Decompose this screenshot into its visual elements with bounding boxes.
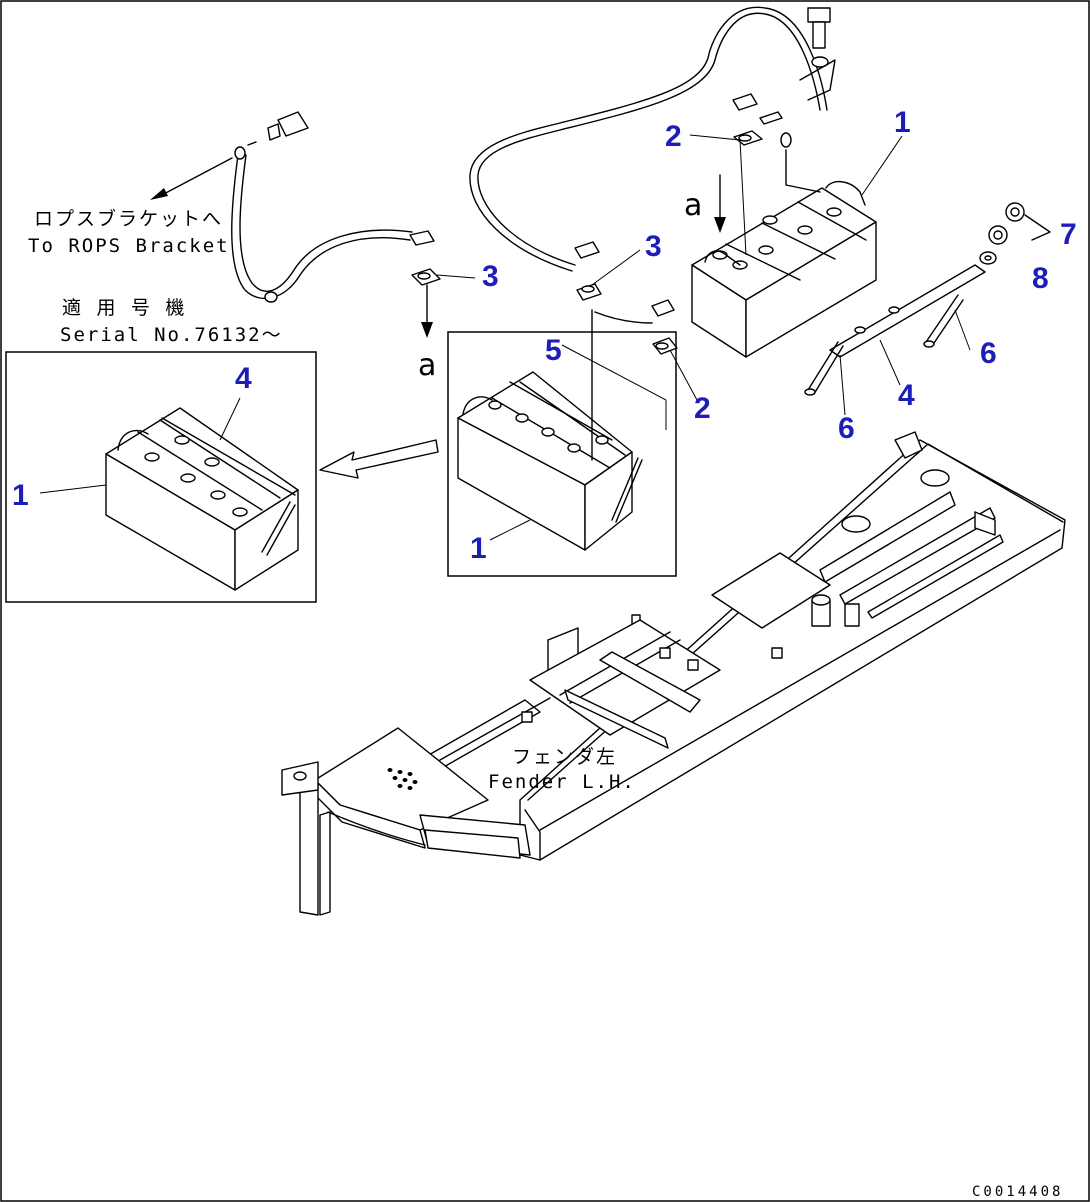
callout-4-bracket: 4 xyxy=(898,379,915,412)
callout-2-top-clamp: 2 xyxy=(665,120,682,153)
terminal-clamp-mid xyxy=(594,299,678,355)
battery-rod-right xyxy=(923,294,964,348)
battery-rod-left xyxy=(804,341,844,396)
note-rops-japanese: ロプスブラケットへ xyxy=(34,207,223,230)
ref-letter-a-right: a xyxy=(684,188,702,223)
ref-arrow-right xyxy=(714,174,726,233)
callout-7-nuts: 7 xyxy=(1060,218,1077,251)
callout-1-detail-battery: 1 xyxy=(470,532,487,565)
callout-2-mid-clamp: 2 xyxy=(694,392,711,425)
battery-main xyxy=(691,132,877,358)
serial-inset-frame xyxy=(5,351,317,603)
machine-frame xyxy=(419,431,1066,861)
callout-3-left-clamp: 3 xyxy=(482,260,499,293)
callout-6-right-rod: 6 xyxy=(980,337,997,370)
leader-lines xyxy=(39,134,971,541)
ref-letter-a-left: a xyxy=(418,348,436,383)
nuts xyxy=(988,202,1051,245)
callout-6-left-rod: 6 xyxy=(838,412,855,445)
battery-cable-long xyxy=(469,6,828,272)
note-fender-english: Fender L.H. xyxy=(488,771,636,793)
battery-inset xyxy=(105,407,299,591)
rops-bolt xyxy=(247,111,309,146)
battery-hold-bracket xyxy=(829,264,986,358)
terminal-clamp-left xyxy=(409,230,441,286)
callout-8-washer: 8 xyxy=(1032,262,1049,295)
cable-mount-bolt xyxy=(799,7,836,101)
note-serial-english: Serial No.76132～ xyxy=(60,324,283,346)
washer xyxy=(979,251,997,265)
fender-left xyxy=(281,727,531,916)
callout-1-inset-battery: 1 xyxy=(12,479,29,512)
callout-4-inset-bracket: 4 xyxy=(235,362,252,395)
note-fender-japanese: フェンダ左 xyxy=(512,746,617,768)
rops-arrow xyxy=(150,157,233,200)
callout-5-cable: 5 xyxy=(545,334,562,367)
callout-3-center-clamp: 3 xyxy=(645,230,662,263)
inset-arrow xyxy=(319,439,439,479)
terminal-clamp-top xyxy=(732,93,783,146)
ref-arrow-left xyxy=(421,284,433,338)
terminal-clamp-center xyxy=(574,241,602,301)
battery-cable-rops xyxy=(231,146,413,303)
note-serial-japanese: 適 用 号 機 xyxy=(62,297,186,319)
battery-detail-frame xyxy=(447,331,677,577)
battery-detail xyxy=(457,309,643,551)
callout-1-main-battery: 1 xyxy=(894,106,911,139)
drawing-code: C0014408 xyxy=(972,1184,1063,1200)
note-rops-english: To ROPS Bracket xyxy=(28,235,230,257)
